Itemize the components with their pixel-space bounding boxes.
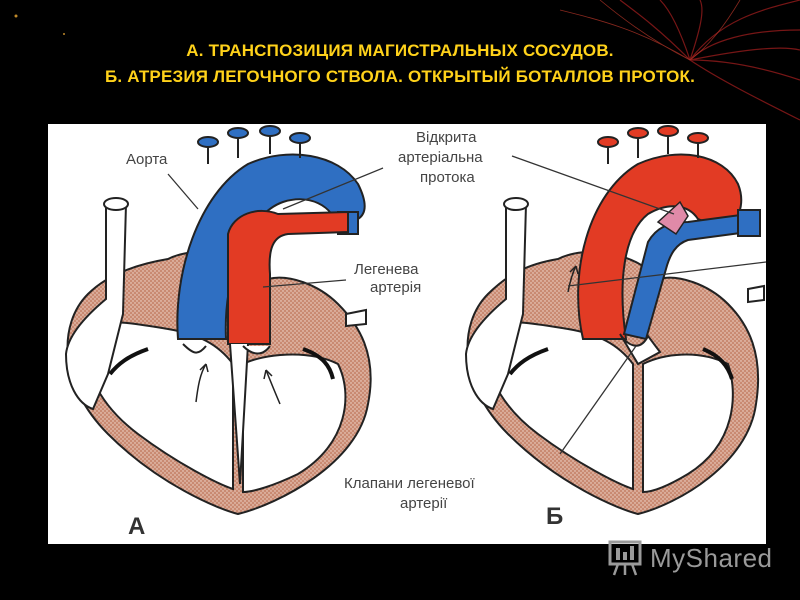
title-line-2: Б. АТРЕЗИЯ ЛЕГОЧНОГО СТВОЛА. ОТКРЫТЫЙ БО… <box>104 67 696 86</box>
label-pulmonary-2: артерія <box>370 279 421 296</box>
aorta-pointer <box>167 173 199 210</box>
label-valves-1: Клапани легеневої <box>344 475 475 492</box>
ductus-pointer-b <box>511 155 675 215</box>
panel-letter-a: А <box>128 513 145 540</box>
panel-letter-b: Б <box>546 503 563 530</box>
watermark-logo: MyShared <box>608 538 773 578</box>
slide-title: А. ТРАНСПОЗИЦИЯ МАГИСТРАЛЬНЫХ СОСУДОВ. Б… <box>0 38 800 90</box>
valve-pointer-lower <box>559 345 637 455</box>
label-ductus-1: Відкрита <box>416 129 477 146</box>
heart-a <box>64 125 372 516</box>
heart-diagram-panel: Аорта Легенева артерія А <box>48 124 766 544</box>
aorta-b <box>577 153 743 340</box>
presentation-screen-icon <box>608 540 642 576</box>
label-ductus-2: артеріальна <box>398 149 483 166</box>
watermark-text: MyShared <box>650 542 773 573</box>
title-line-1: А. ТРАНСПОЗИЦИЯ МАГИСТРАЛЬНЫХ СОСУДОВ. <box>186 41 614 60</box>
ductus-pointer-a <box>282 167 384 210</box>
label-ductus-3: протока <box>420 169 475 186</box>
heart-diagrams: Аорта Легенева артерія А <box>64 125 766 540</box>
label-valves-2: артерії <box>400 495 448 512</box>
ductus-arteriosus-b <box>656 200 689 236</box>
valve-pointer-upper <box>567 261 766 287</box>
heart-b <box>464 125 765 516</box>
label-aorta: Аорта <box>126 151 168 168</box>
pulmonary-pointer <box>262 279 347 288</box>
label-pulmonary-1: Легенева <box>354 261 419 278</box>
